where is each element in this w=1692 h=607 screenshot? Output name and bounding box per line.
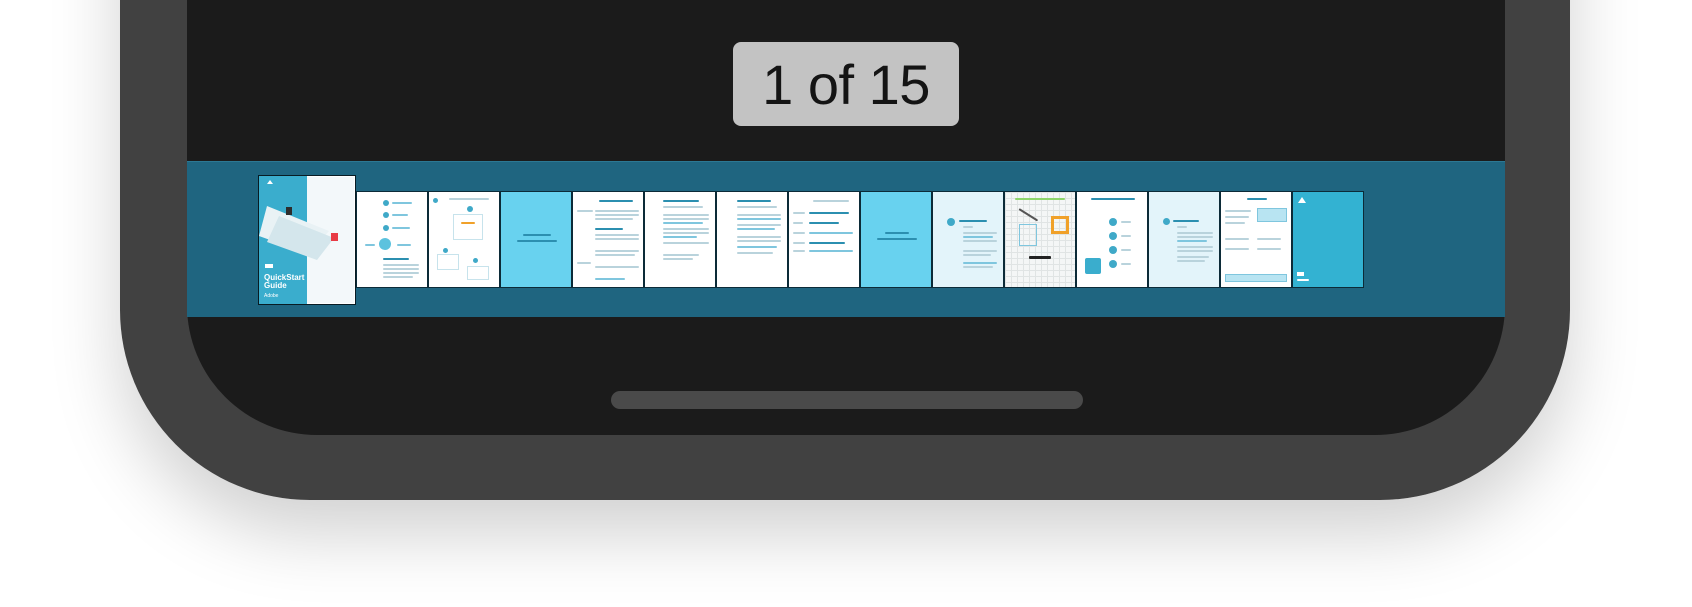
thumbnail-page-7[interactable]: [716, 191, 788, 288]
thumbnail-page-6[interactable]: [644, 191, 716, 288]
thumbnail-page-9[interactable]: [860, 191, 932, 288]
adobe-logo-icon: [1298, 197, 1306, 203]
thumbnail-page-13[interactable]: [1148, 191, 1220, 288]
adobe-logo-icon: [267, 180, 273, 184]
thumbnail-page-14[interactable]: [1220, 191, 1292, 288]
thumbnail-page-3[interactable]: [428, 191, 500, 288]
cover-art: [259, 176, 338, 304]
thumbnail-page-11[interactable]: [1004, 191, 1076, 288]
home-indicator[interactable]: [611, 391, 1083, 409]
thumbnail-page-8[interactable]: [788, 191, 860, 288]
thumbnail-page-5[interactable]: [572, 191, 644, 288]
acrobat-logo-icon: [1085, 258, 1101, 274]
thumbnail-page-12[interactable]: [1076, 191, 1148, 288]
thumbnail-page-1[interactable]: QuickStart Guide Adobe: [258, 175, 356, 305]
cover-title-line2: Guide: [264, 281, 287, 290]
thumbnail-page-15[interactable]: [1292, 191, 1364, 288]
page-indicator: 1 of 15: [733, 42, 959, 126]
thumbnail-page-2[interactable]: [356, 191, 428, 288]
cover-brand: Adobe: [264, 293, 279, 299]
thumbnail-strip[interactable]: QuickStart Guide Adobe: [187, 161, 1505, 317]
thumbnail-page-10[interactable]: [932, 191, 1004, 288]
thumbnail-page-4[interactable]: [500, 191, 572, 288]
cover-title-line1: QuickStart: [264, 273, 305, 282]
